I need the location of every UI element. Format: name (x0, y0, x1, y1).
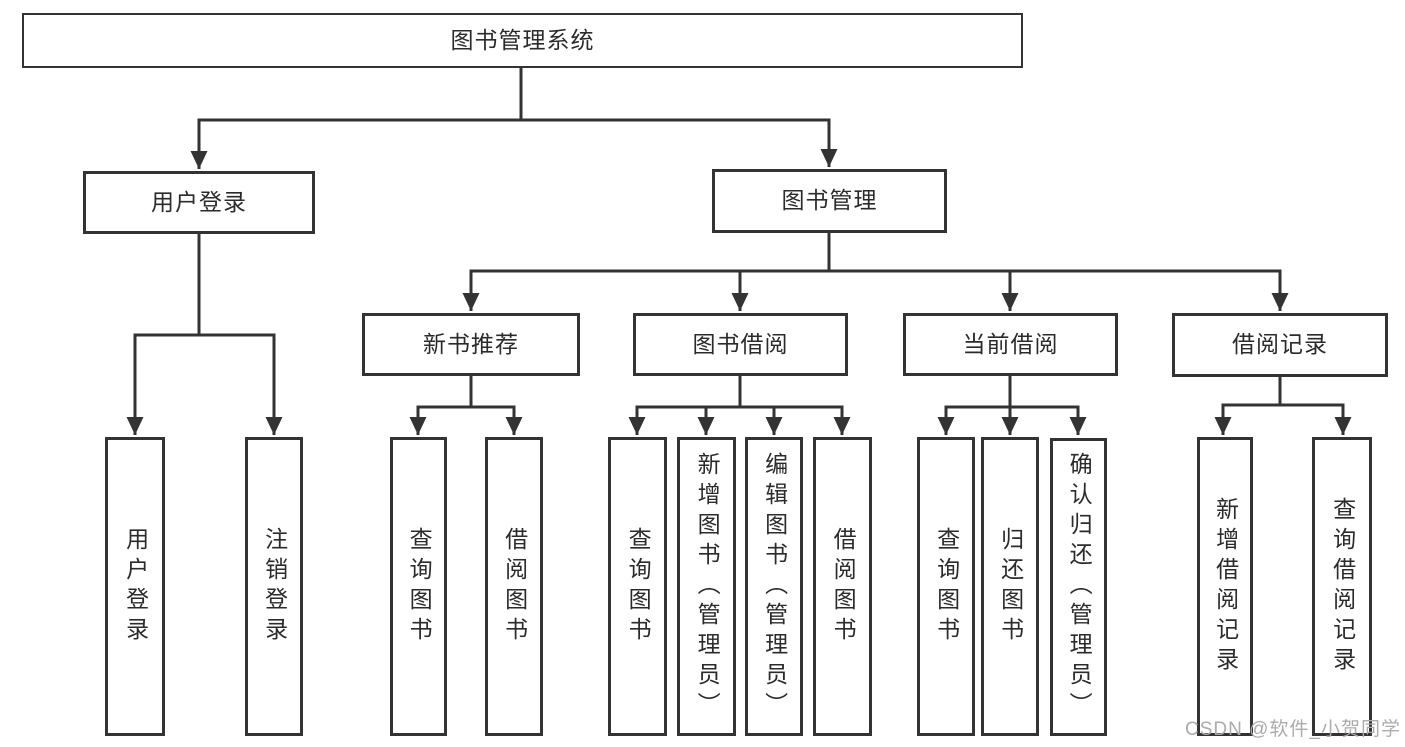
node-current-borrow-label: 当前借阅 (962, 330, 1059, 357)
node-user-login: 用户登录 (83, 171, 315, 234)
leaf-query-book-newrec-label: 查询图书 (406, 526, 433, 647)
edge-user-login-to-leaf-logout (199, 333, 283, 435)
csdn-watermark: CSDN @软件_小贺同学 (1185, 719, 1401, 740)
edge-new-book-to-borrow (471, 405, 523, 435)
node-book-mgmt: 图书管理 (712, 169, 947, 233)
leaf-return-book-label: 归还图书 (997, 526, 1024, 647)
node-user-login-label: 用户登录 (151, 188, 247, 215)
edge-book-borrow-to-query (628, 376, 742, 435)
node-current-borrow: 当前借阅 (903, 313, 1118, 376)
node-book-borrow-label: 图书借阅 (692, 330, 789, 357)
leaf-borrow-book-newrec: 借阅图书 (485, 437, 543, 736)
edge-book-borrow-to-add (697, 405, 740, 435)
leaf-query-book-current: 查询图书 (917, 437, 975, 736)
node-borrow-record-label: 借阅记录 (1232, 331, 1328, 358)
leaf-logout-label: 注销登录 (261, 526, 288, 647)
edge-borrow-record-to-add (1214, 377, 1282, 435)
leaf-query-book-newrec: 查询图书 (390, 437, 447, 736)
leaf-return-book: 归还图书 (981, 437, 1039, 736)
node-book-mgmt-label: 图书管理 (781, 187, 878, 214)
node-borrow-record: 借阅记录 (1172, 313, 1388, 377)
leaf-query-book-borrow: 查询图书 (608, 437, 667, 736)
edge-book-mgmt-to-new-book (462, 233, 831, 311)
leaf-query-book-borrow-label: 查询图书 (625, 526, 652, 647)
node-new-book-rec-label: 新书推荐 (423, 330, 519, 357)
leaf-add-borrow-record: 新增借阅记录 (1197, 437, 1253, 736)
edge-book-borrow-to-edit (740, 405, 783, 435)
edge-current-borrow-to-confirm (1010, 405, 1087, 435)
leaf-user-login: 用户登录 (105, 437, 165, 736)
leaf-confirm-return-admin-label: 确认归还（管理员） (1066, 452, 1093, 722)
leaf-add-book-admin: 新增图书（管理员） (677, 437, 736, 736)
leaf-borrow-book-newrec-label: 借阅图书 (501, 526, 528, 647)
edge-book-mgmt-to-book-borrow (731, 269, 829, 311)
edge-book-mgmt-to-current-borrow (829, 269, 1019, 311)
node-root: 图书管理系统 (22, 13, 1023, 68)
leaf-borrow-book-borrow: 借阅图书 (813, 437, 872, 736)
edge-book-borrow-to-borrow (740, 405, 851, 435)
leaf-logout: 注销登录 (245, 437, 303, 736)
node-book-borrow: 图书借阅 (633, 313, 848, 376)
leaf-add-borrow-record-label: 新增借阅记录 (1212, 496, 1239, 677)
leaf-query-book-current-label: 查询图书 (933, 526, 960, 647)
edge-new-book-to-query (409, 376, 473, 435)
node-root-label: 图书管理系统 (450, 26, 595, 53)
edge-borrow-record-to-query (1280, 403, 1352, 435)
leaf-user-login-label: 用户登录 (122, 526, 149, 647)
leaf-confirm-return-admin: 确认归还（管理员） (1050, 438, 1107, 736)
leaf-edit-book-admin-label: 编辑图书（管理员） (761, 451, 788, 722)
leaf-edit-book-admin: 编辑图书（管理员） (745, 437, 803, 736)
leaf-query-borrow-record-label: 查询借阅记录 (1329, 496, 1356, 677)
edge-root-to-book-mgmt (521, 118, 838, 167)
edge-book-mgmt-to-borrow-record (829, 269, 1289, 311)
leaf-borrow-book-borrow-label: 借阅图书 (830, 526, 857, 647)
leaf-add-book-admin-label: 新增图书（管理员） (694, 451, 721, 722)
edge-root-to-user-login (190, 66, 523, 169)
edge-user-login-to-leaf-login (126, 234, 201, 435)
edge-current-borrow-to-query (937, 376, 1012, 435)
node-new-book-rec: 新书推荐 (362, 313, 580, 376)
leaf-query-borrow-record: 查询借阅记录 (1312, 437, 1372, 736)
